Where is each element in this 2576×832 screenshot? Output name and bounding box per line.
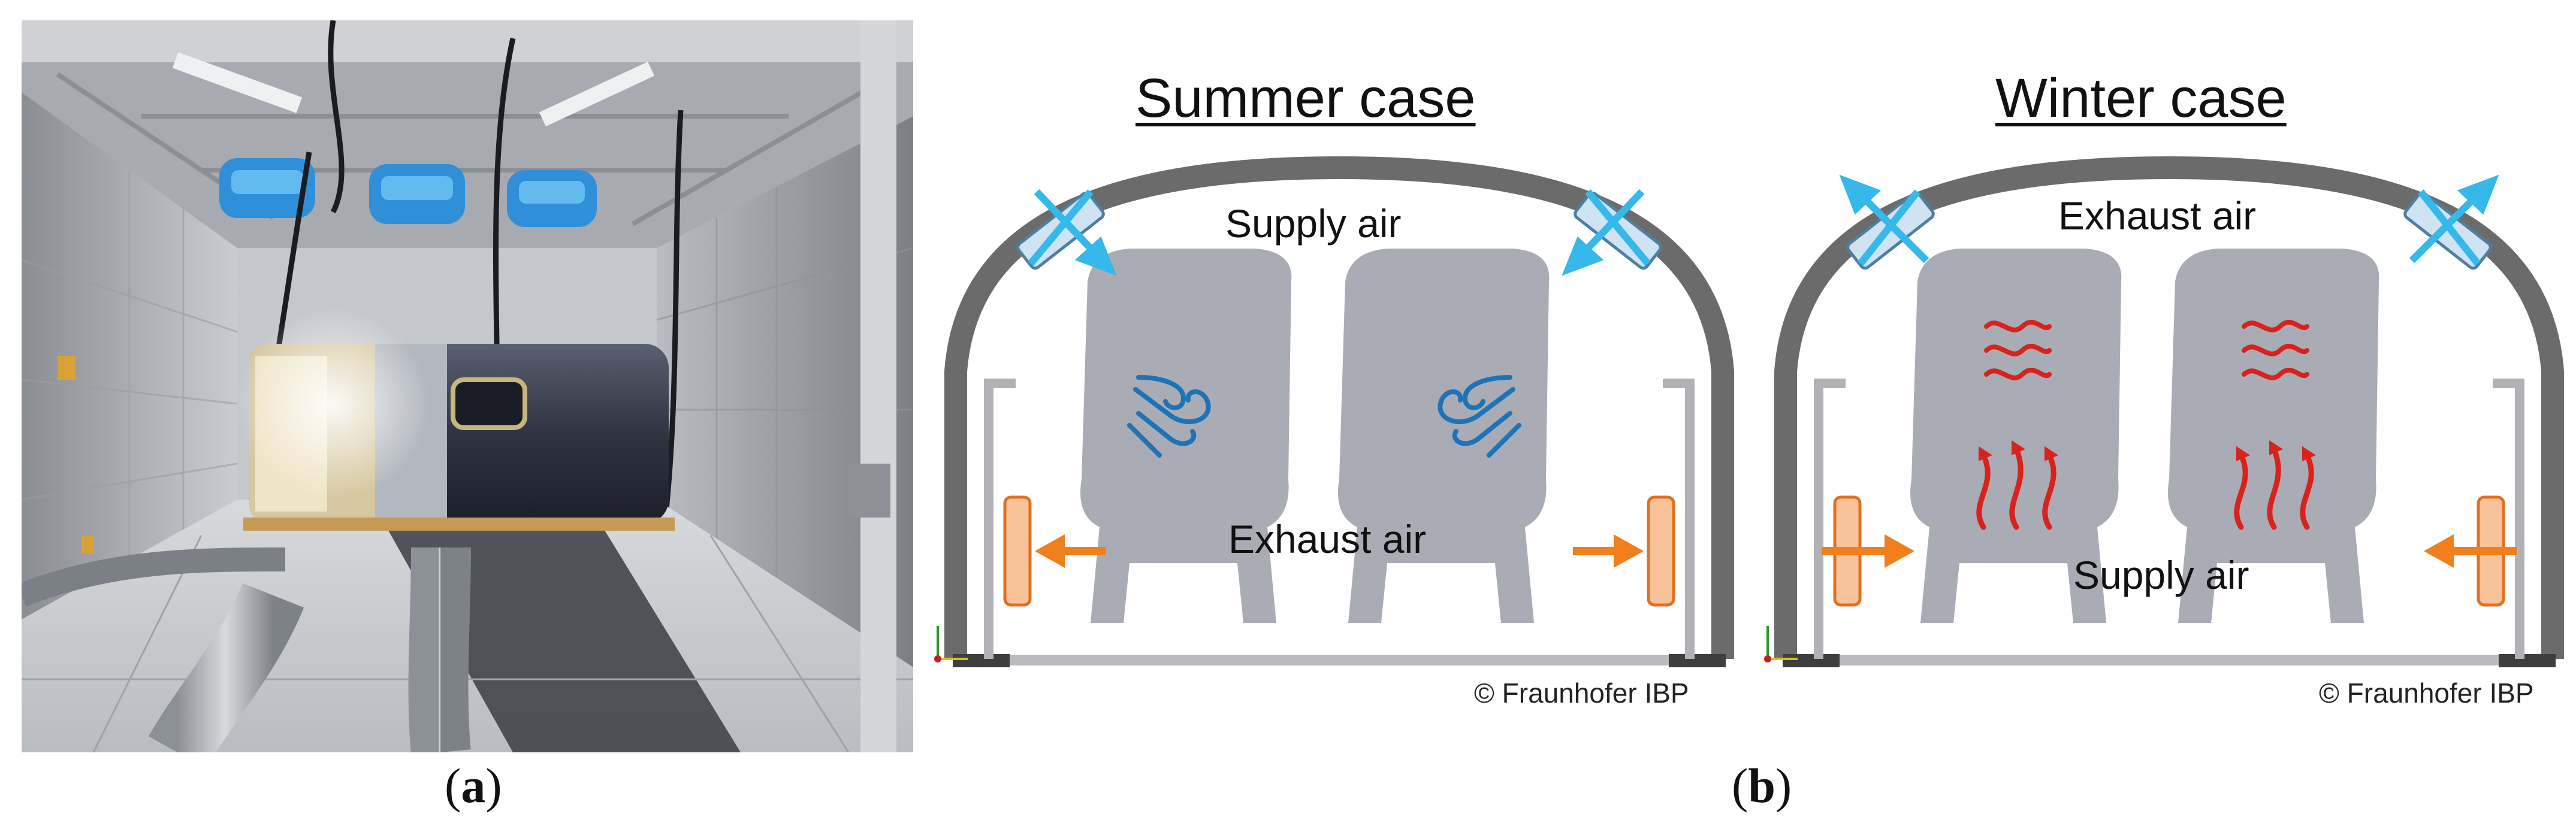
summer-title: Summer case bbox=[1136, 68, 1476, 129]
passenger-seat-left bbox=[1080, 249, 1292, 623]
supply-air-arrow-left bbox=[1822, 534, 1914, 568]
supply-air-arrow-right bbox=[1562, 189, 1651, 276]
axis-triad-icon bbox=[934, 626, 968, 662]
passenger-seat-right bbox=[1338, 249, 1550, 623]
caption-b: (b) bbox=[1732, 758, 1792, 813]
caption-a: (a) bbox=[445, 758, 502, 813]
exhaust-air-arrow-right bbox=[1573, 534, 1644, 568]
exhaust-air-arrow-left bbox=[1839, 174, 1929, 266]
fuselage-wall bbox=[1774, 156, 2564, 659]
passenger-seat-right bbox=[2168, 249, 2379, 623]
passenger-seat-left bbox=[1910, 249, 2122, 623]
test-chamber-photo bbox=[22, 20, 913, 752]
winter-schematic: Exhaust air Supply air © Fraunhofer IBP bbox=[1762, 144, 2576, 713]
heat-wave-icon bbox=[2242, 320, 2309, 380]
summer-top-label: Supply air bbox=[1225, 201, 1402, 246]
summer-schematic: Supply air Exhaust air © Fraunhofer IBP bbox=[932, 144, 1747, 713]
exhaust-air-arrow-right bbox=[2409, 174, 2499, 266]
side-vent-right bbox=[1647, 495, 1675, 607]
heat-rising-icon bbox=[2234, 446, 2314, 530]
winter-top-label: Exhaust air bbox=[2058, 193, 2257, 238]
supply-air-arrow-left bbox=[1028, 189, 1117, 276]
exhaust-air-arrow-left bbox=[1035, 534, 1106, 568]
supply-air-arrow-right bbox=[2424, 534, 2517, 568]
side-vent-left bbox=[1003, 495, 1032, 607]
heat-rising-icon bbox=[1976, 446, 2056, 530]
axis-triad-icon bbox=[1764, 626, 1798, 662]
wind-icon bbox=[1127, 375, 1211, 458]
heat-wave-icon bbox=[1984, 320, 2052, 380]
winter-title: Winter case bbox=[1995, 68, 2287, 129]
winter-bottom-label: Supply air bbox=[2073, 553, 2249, 597]
winter-copyright: © Fraunhofer IBP bbox=[2319, 677, 2534, 709]
summer-bottom-label: Exhaust air bbox=[1228, 517, 1427, 561]
wind-icon bbox=[1438, 375, 1521, 458]
summer-copyright: © Fraunhofer IBP bbox=[1474, 677, 1689, 709]
fuselage-wall bbox=[944, 156, 1734, 659]
